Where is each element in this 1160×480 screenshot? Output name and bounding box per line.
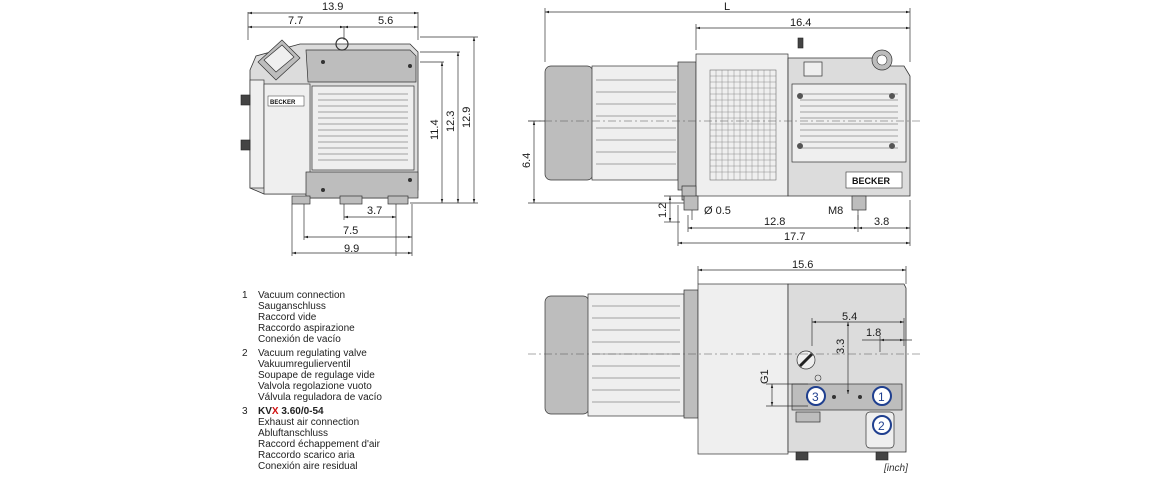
model-suffix: 3.60/0-54 bbox=[278, 406, 324, 417]
marker-1-label: 1 bbox=[878, 390, 885, 404]
legend-line: Soupape de regulage vide bbox=[258, 370, 375, 381]
marker-3 bbox=[806, 386, 826, 406]
legend-num: 1 bbox=[242, 290, 248, 301]
dim-5-4: 5.4 bbox=[842, 311, 857, 323]
brand-label-end: BECKER bbox=[270, 100, 296, 106]
legend-line: Raccord vide bbox=[258, 312, 317, 323]
marker-2 bbox=[872, 415, 892, 435]
end-view: BECKER 13.9 7. bbox=[240, 1, 478, 256]
dim-11-4: 11.4 bbox=[429, 119, 441, 140]
model-name: KVX 3.60/0-54 bbox=[258, 406, 380, 417]
legend-line: Valvola regolazione vuoto bbox=[258, 381, 372, 392]
legend-line: Raccordo scarico aria bbox=[258, 450, 355, 461]
dim-7-5: 7.5 bbox=[343, 225, 358, 237]
legend-line: Abluftanschluss bbox=[258, 428, 329, 439]
dim-3-8: 3.8 bbox=[874, 216, 889, 228]
marker-2-label: 2 bbox=[878, 419, 885, 433]
legend-item-2: 2 Vacuum regulating valve Vakuumregulier… bbox=[242, 348, 382, 403]
legend-line: Raccordo aspirazione bbox=[258, 323, 355, 334]
dim-5-6: 5.6 bbox=[378, 15, 393, 27]
dim-3-3: 3.3 bbox=[835, 339, 847, 354]
unit-label: [inch] bbox=[884, 463, 908, 474]
legend-line: Vacuum regulating valve bbox=[258, 348, 367, 359]
marker-1 bbox=[872, 386, 892, 406]
dim-3-7: 3.7 bbox=[367, 205, 382, 217]
dim-15-6: 15.6 bbox=[792, 259, 813, 271]
dim-17-7: 17.7 bbox=[784, 231, 805, 243]
dim-7-7: 7.7 bbox=[288, 15, 303, 27]
dim-1-8: 1.8 bbox=[866, 327, 881, 339]
dim-m8: M8 bbox=[828, 205, 843, 217]
dim-6-4: 6.4 bbox=[521, 153, 533, 168]
legend-line: Vakuumregulierventil bbox=[258, 359, 351, 370]
model-x: X bbox=[271, 406, 279, 417]
dim-g1: G1 bbox=[759, 369, 771, 384]
legend-line: Conexión de vacío bbox=[258, 334, 341, 345]
dim-16-4: 16.4 bbox=[790, 17, 811, 29]
model-prefix: KV bbox=[258, 406, 272, 417]
dim-13-9: 13.9 bbox=[322, 1, 343, 13]
dim-L: L bbox=[724, 1, 730, 13]
dim-hole: Ø 0.5 bbox=[704, 205, 731, 217]
legend-line: Vacuum connection bbox=[258, 290, 346, 301]
legend: 1 Vacuum connection Sauganschluss Raccor… bbox=[242, 290, 382, 475]
dim-9-9: 9.9 bbox=[344, 243, 359, 255]
marker-3-label: 3 bbox=[812, 390, 819, 404]
legend-item-1: 1 Vacuum connection Sauganschluss Raccor… bbox=[242, 290, 382, 345]
legend-line: Válvula reguladora de vacío bbox=[258, 392, 382, 403]
brand-label-side: BECKER bbox=[852, 176, 891, 186]
legend-line: Exhaust air connection bbox=[258, 417, 360, 428]
legend-line: Conexión aire residual bbox=[258, 461, 358, 472]
legend-line: Raccord échappement d'air bbox=[258, 439, 380, 450]
legend-num: 2 bbox=[242, 348, 248, 359]
dim-12-3: 12.3 bbox=[445, 111, 457, 132]
dim-1-2: 1.2 bbox=[657, 203, 669, 218]
legend-item-3: 3 KVX 3.60/0-54 Exhaust air connection A… bbox=[242, 406, 382, 472]
top-view: 15.6 5.4 1.8 3.3 G1 3 1 2 bbox=[528, 259, 920, 461]
dim-12-8: 12.8 bbox=[764, 216, 785, 228]
legend-line: Sauganschluss bbox=[258, 301, 326, 312]
side-view: BECKER L 16.4 6.4 1.2 Ø 0.5 M8 bbox=[521, 1, 920, 246]
legend-num: 3 bbox=[242, 406, 248, 417]
dim-12-9: 12.9 bbox=[461, 107, 473, 128]
